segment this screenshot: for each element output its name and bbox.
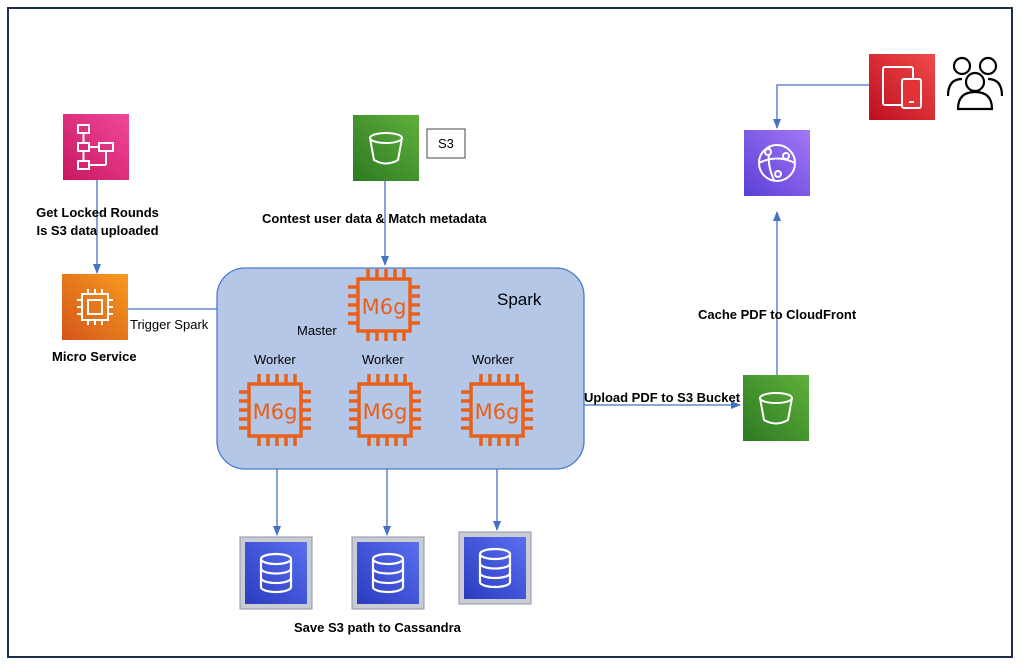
contest-data-label: Contest user data & Match metadata bbox=[262, 211, 487, 226]
diagram-frame bbox=[7, 7, 1013, 658]
m6g-chip-icon: M6g bbox=[459, 372, 535, 448]
master-label: Master bbox=[297, 323, 337, 338]
ec2-instance-icon bbox=[62, 274, 128, 340]
m6g-chip-icon: M6g bbox=[346, 267, 422, 343]
upload-pdf-label: Upload PDF to S3 Bucket bbox=[584, 390, 741, 405]
database-icon bbox=[238, 535, 314, 611]
s3-bucket-icon bbox=[352, 114, 420, 182]
step-functions-icon bbox=[63, 114, 129, 180]
spark-label: Spark bbox=[497, 290, 542, 309]
chip-label: M6g bbox=[363, 400, 408, 424]
mobile-devices-icon bbox=[869, 54, 935, 120]
micro-service-label: Micro Service bbox=[52, 349, 137, 364]
cassandra-label: Save S3 path to Cassandra bbox=[294, 620, 461, 635]
m6g-chip-icon: M6g bbox=[237, 372, 313, 448]
users-icon bbox=[946, 56, 1004, 111]
m6g-chip-icon: M6g bbox=[347, 372, 423, 448]
locked-rounds-label: Get Locked Rounds bbox=[36, 205, 159, 220]
database-icon bbox=[350, 535, 426, 611]
cache-pdf-label: Cache PDF to CloudFront bbox=[698, 307, 857, 322]
cloudfront-icon bbox=[744, 130, 810, 196]
s3-uploaded-label: Is S3 data uploaded bbox=[36, 223, 159, 238]
s3-bucket-icon bbox=[742, 374, 810, 442]
worker-label: Worker bbox=[254, 352, 296, 367]
s3-tag-box bbox=[426, 128, 466, 159]
worker-label: Worker bbox=[472, 352, 514, 367]
database-icon bbox=[457, 530, 533, 606]
worker-label: Worker bbox=[362, 352, 404, 367]
arrow-devices-to-cloudfront bbox=[773, 84, 869, 129]
chip-label: M6g bbox=[362, 295, 407, 319]
chip-label: M6g bbox=[253, 400, 298, 424]
trigger-spark-label: Trigger Spark bbox=[130, 317, 209, 332]
s3-tag-label: S3 bbox=[438, 136, 454, 151]
chip-label: M6g bbox=[475, 400, 520, 424]
